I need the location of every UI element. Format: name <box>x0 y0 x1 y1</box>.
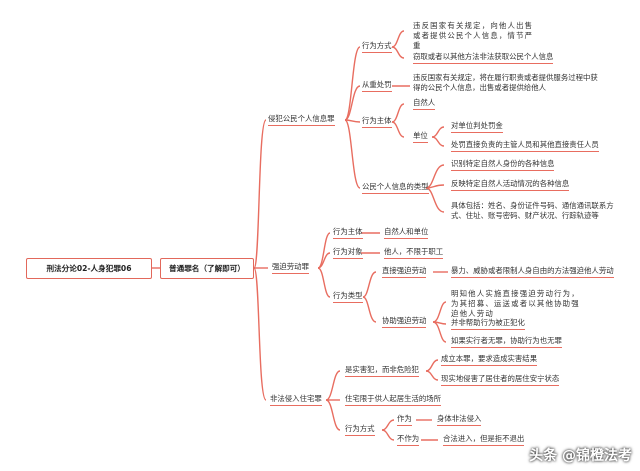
c1-info-types-label: 公民个人信息的类型 <box>362 182 429 194</box>
c1-unit-item-1[interactable]: 对单位判处罚金 <box>451 121 503 133</box>
c3-omission-value[interactable]: 合法进入，但是拒不退出 <box>443 434 525 446</box>
c3-act-value-text: 身体非法侵入 <box>437 414 482 426</box>
c1-aggravated-text-content: 违反国家有关规定，将在履行职责或者提供服务过程中获得的公民个人信息，出售或者提供… <box>413 73 598 92</box>
c3-nature-label: 是实害犯，而非危险犯 <box>345 365 419 377</box>
c1-behavior-item-1[interactable]: 违反国家有关规定，向他人出售或者提供公民个人信息，情节严重 <box>413 21 541 51</box>
c2-subject[interactable]: 行为主体 <box>333 227 363 239</box>
c1-info-item-3-text: 具体包括：姓名、身份证件号码、通信通讯联系方式、住址、账号密码、财产状况、行踪轨… <box>451 201 614 220</box>
c2-subject-label: 行为主体 <box>333 227 363 239</box>
c3-nature[interactable]: 是实害犯，而非危险犯 <box>345 365 419 377</box>
c1-info-item-3[interactable]: 具体包括：姓名、身份证件号码、通信通讯联系方式、住址、账号密码、财产状况、行踪轨… <box>451 201 619 221</box>
c2-assist-item-1[interactable]: 明知他人实施直接强迫劳动行为，为其招募、运送或者以其他协助强迫他人劳动 <box>451 289 581 319</box>
c1-subject[interactable]: 行为主体 <box>362 116 392 128</box>
c1-aggravated[interactable]: 从重处罚 <box>362 80 392 92</box>
c1-info-item-1-text: 识别特定自然人身份的各种信息 <box>451 159 555 171</box>
crime-personal-info[interactable]: 侵犯公民个人信息罪 <box>268 114 335 126</box>
c2-direct[interactable]: 直接强迫劳动 <box>382 266 427 278</box>
c2-assist-label: 协助强迫劳动 <box>382 316 427 328</box>
c1-subject-unit-label: 单位 <box>413 131 428 143</box>
c1-aggravated-text[interactable]: 违反国家有关规定，将在履行职责或者提供服务过程中获得的公民个人信息，出售或者提供… <box>413 73 605 93</box>
c3-omission[interactable]: 不作为 <box>397 434 420 446</box>
root-node[interactable]: 刑法分论02-人身犯罪06 <box>26 258 152 279</box>
c3-residence[interactable]: 住宅限于供人起居生活的场所 <box>345 394 442 406</box>
c3-act-value[interactable]: 身体非法侵入 <box>437 414 482 426</box>
c1-behavior-item-1-text: 违反国家有关规定，向他人出售或者提供公民个人信息，情节严重 <box>413 21 534 50</box>
c1-subject-unit[interactable]: 单位 <box>413 131 428 143</box>
c2-assist-item-3[interactable]: 如果实行者无罪，协助行为也无罪 <box>451 336 562 348</box>
c2-types-label: 行为类型 <box>333 291 363 303</box>
c3-omission-value-text: 合法进入，但是拒不退出 <box>443 434 525 446</box>
crime-personal-info-label: 侵犯公民个人信息罪 <box>268 114 335 126</box>
c2-assist-item-3-text: 如果实行者无罪，协助行为也无罪 <box>451 336 562 348</box>
crime-home-intrusion-label: 非法侵入住宅罪 <box>270 394 322 406</box>
c2-subject-value[interactable]: 自然人和单位 <box>384 227 429 239</box>
c3-behavior[interactable]: 行为方式 <box>345 424 375 436</box>
c2-assist-item-2-text: 并非帮助行为被正犯化 <box>451 318 525 330</box>
crime-home-intrusion[interactable]: 非法侵入住宅罪 <box>270 394 322 406</box>
c2-types[interactable]: 行为类型 <box>333 291 363 303</box>
c3-nature-item-2-text: 现实地侵害了居住者的居住安宁状态 <box>441 374 560 386</box>
c2-object-value-text: 他人，不限于职工 <box>384 247 444 259</box>
c2-direct-text-content: 暴力、威胁或者限制人身自由的方法强迫他人劳动 <box>451 266 614 278</box>
c1-behavior-item-2[interactable]: 窃取或者以其他方法非法获取公民个人信息 <box>413 52 554 64</box>
c1-aggravated-label: 从重处罚 <box>362 80 392 92</box>
c2-assist-item-1-text: 明知他人实施直接强迫劳动行为，为其招募、运送或者以其他协助强迫他人劳动 <box>451 289 580 318</box>
c3-nature-item-2[interactable]: 现实地侵害了居住者的居住安宁状态 <box>441 374 560 386</box>
c2-object[interactable]: 行为对象 <box>333 247 363 259</box>
c1-behavior-item-2-text: 窃取或者以其他方法非法获取公民个人信息 <box>413 52 554 64</box>
c3-nature-item-1[interactable]: 成立本罪，要求造成实害结果 <box>441 354 538 366</box>
c1-info-types[interactable]: 公民个人信息的类型 <box>362 182 429 194</box>
c1-info-item-2-text: 反映特定自然人活动情况的各种信息 <box>451 179 570 191</box>
c2-subject-value-text: 自然人和单位 <box>384 227 429 239</box>
c1-subject-label: 行为主体 <box>362 116 392 128</box>
c1-behavior[interactable]: 行为方式 <box>362 41 392 53</box>
c3-omission-label: 不作为 <box>397 434 420 446</box>
c3-behavior-label: 行为方式 <box>345 424 375 436</box>
c2-assist[interactable]: 协助强迫劳动 <box>382 316 427 328</box>
c1-info-item-1[interactable]: 识别特定自然人身份的各种信息 <box>451 159 555 171</box>
c1-unit-item-2-text: 处罚直接负责的主管人员和其他直接责任人员 <box>451 140 599 152</box>
watermark: 头条 @锦橙法考 <box>529 448 632 464</box>
c1-subject-natural-text: 自然人 <box>413 98 436 110</box>
c1-subject-natural[interactable]: 自然人 <box>413 98 436 110</box>
c2-object-label: 行为对象 <box>333 247 363 259</box>
c1-behavior-label: 行为方式 <box>362 41 392 53</box>
c3-act[interactable]: 作为 <box>397 414 412 426</box>
category-node[interactable]: 普通罪名（了解即可） <box>160 258 254 279</box>
c3-act-label: 作为 <box>397 414 412 426</box>
c2-direct-label: 直接强迫劳动 <box>382 266 427 278</box>
c3-nature-item-1-text: 成立本罪，要求造成实害结果 <box>441 354 538 366</box>
c3-residence-text: 住宅限于供人起居生活的场所 <box>345 394 442 406</box>
crime-forced-labor[interactable]: 强迫劳动罪 <box>272 262 309 274</box>
c2-direct-text[interactable]: 暴力、威胁或者限制人身自由的方法强迫他人劳动 <box>451 266 614 278</box>
c2-assist-item-2[interactable]: 并非帮助行为被正犯化 <box>451 318 525 330</box>
c1-unit-item-2[interactable]: 处罚直接负责的主管人员和其他直接责任人员 <box>451 140 599 152</box>
c1-info-item-2[interactable]: 反映特定自然人活动情况的各种信息 <box>451 179 570 191</box>
c2-object-value[interactable]: 他人，不限于职工 <box>384 247 444 259</box>
crime-forced-labor-label: 强迫劳动罪 <box>272 262 309 274</box>
c1-unit-item-1-text: 对单位判处罚金 <box>451 121 503 133</box>
